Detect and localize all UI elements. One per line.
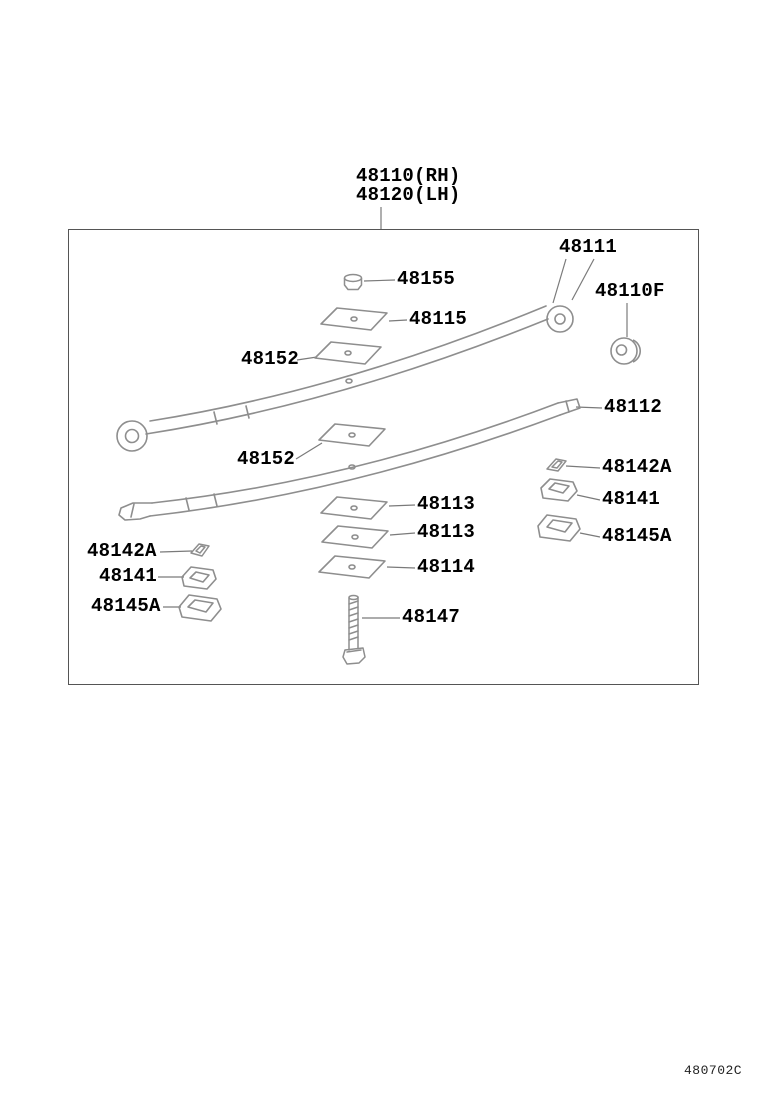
plate-48152-lower	[318, 423, 386, 447]
part-label-48152-upper: 48152	[241, 348, 300, 370]
center-hole	[348, 464, 356, 470]
seat-48141-right	[540, 478, 578, 502]
leader-48141-right	[576, 494, 601, 501]
part-label-48115: 48115	[409, 308, 468, 330]
spring-tip-left	[118, 502, 153, 521]
part-label-48114: 48114	[417, 556, 476, 578]
cover-48145a-left	[178, 594, 222, 622]
leader-48152-lower	[295, 442, 323, 460]
cover-48145a-right	[537, 514, 581, 542]
part-label-48113-second: 48113	[417, 521, 476, 543]
clip-48142a-left	[190, 543, 210, 557]
part-label-48145a-left: 48145A	[91, 595, 161, 617]
plate-48113-second	[321, 525, 389, 549]
part-label-48113-first: 48113	[417, 493, 476, 515]
clip-48142a-right	[546, 458, 567, 472]
upper-leaf-spring	[116, 305, 574, 452]
leader-48155	[363, 279, 396, 282]
leader-48111-a	[552, 258, 567, 304]
leader-48113-second	[389, 532, 416, 536]
plate-48152-upper	[314, 341, 382, 365]
part-label-48111: 48111	[559, 236, 618, 258]
leader-48142a-right	[565, 465, 601, 469]
part-label-48141-right: 48141	[602, 488, 661, 510]
center-hole	[345, 378, 353, 384]
part-label-48142a-left: 48142A	[87, 540, 157, 562]
nut-48155	[343, 273, 363, 291]
leader-48142a-left	[159, 550, 193, 553]
leader-48113-first	[388, 504, 416, 507]
part-label-48145a-right: 48145A	[602, 525, 672, 547]
assembly-label-lh: 48120(LH)	[356, 184, 461, 206]
bolt-head	[342, 647, 366, 665]
leader-48145a-right	[579, 532, 601, 538]
part-label-48147: 48147	[402, 606, 461, 628]
part-label-48152-lower: 48152	[237, 448, 296, 470]
plate-48113-first	[320, 496, 388, 520]
part-label-48112: 48112	[604, 396, 663, 418]
leader-48152-upper	[296, 356, 318, 361]
spring-tip-right	[557, 398, 581, 416]
seat-48141-left	[181, 566, 217, 590]
leader-lines	[158, 207, 628, 619]
spring-eye-right	[546, 305, 574, 333]
part-label-48141-left: 48141	[99, 565, 158, 587]
bolt-threads	[348, 600, 359, 641]
assembly-label-rh: 48110(RH)	[356, 165, 461, 187]
leader-48111-b	[571, 258, 595, 301]
diagram-frame	[68, 229, 699, 685]
plate-48114	[318, 555, 386, 579]
lower-leaf-spring	[118, 398, 581, 521]
leader-48114	[386, 566, 416, 569]
diagram-code: 480702C	[684, 1063, 743, 1078]
spring-eye-left	[116, 420, 148, 452]
part-label-48142a-right: 48142A	[602, 456, 672, 478]
plate-48115	[320, 307, 388, 331]
part-label-48110f: 48110F	[595, 280, 665, 302]
part-label-48155: 48155	[397, 268, 456, 290]
bushing-48110f	[610, 337, 641, 365]
leader-48115	[388, 319, 408, 322]
center-bolt-48147	[342, 594, 366, 665]
